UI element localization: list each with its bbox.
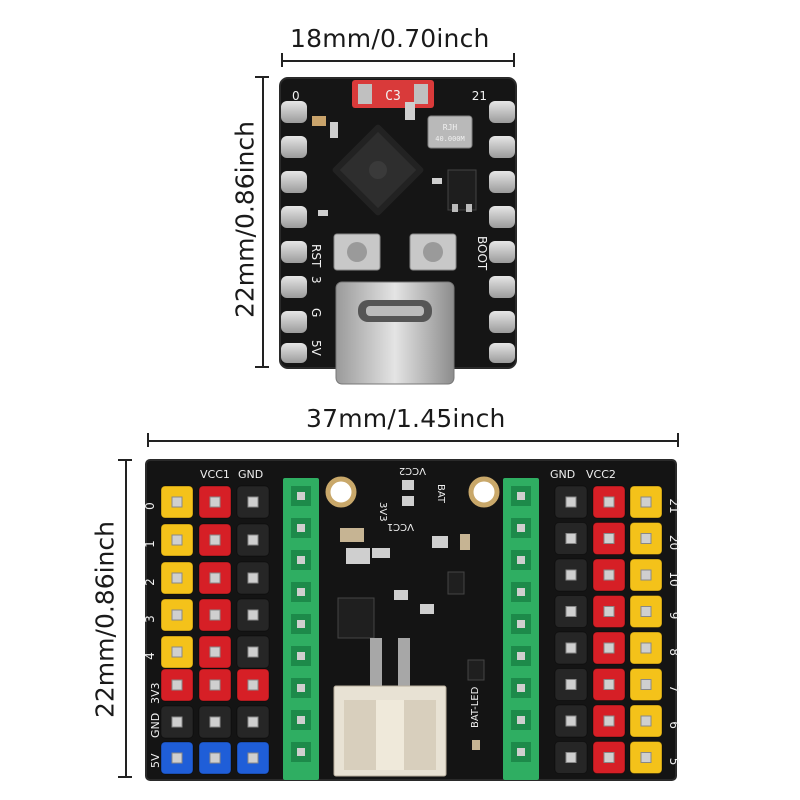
- top-left-pads: [281, 101, 307, 363]
- right-pin-number: 8: [667, 648, 681, 656]
- right-pin-number: 20: [667, 535, 681, 550]
- left-pin-number: 3: [143, 615, 157, 623]
- top-height-dimension-line: [262, 77, 264, 367]
- bottom-height-dimension-line: [125, 460, 127, 778]
- left-pin-number: 4: [143, 652, 157, 660]
- chip-label: C3: [385, 89, 401, 104]
- side-5v-label: 5V: [149, 753, 162, 768]
- right-pin-number: 10: [667, 571, 681, 586]
- right-pin-number: 21: [667, 498, 681, 513]
- crystal: [427, 115, 473, 149]
- top-height-tick-bottom: [255, 366, 269, 368]
- header-vcc1-label: VCC1: [200, 468, 230, 481]
- crystal-label-2: 40.000M: [435, 135, 465, 143]
- side-gnd-label: GND: [149, 713, 162, 738]
- center-3v3-label: 3V3: [377, 502, 388, 522]
- right-pin-number: 6: [667, 721, 681, 729]
- header-gnd-right-label: GND: [550, 468, 575, 481]
- crystal-label-1: RJH: [443, 123, 458, 132]
- pin-3-label: 3: [309, 276, 323, 284]
- jst-battery-connector: [333, 638, 447, 777]
- top-right-pads: [489, 101, 515, 363]
- mount-hole-right: [468, 476, 500, 508]
- boot-label: BOOT: [475, 236, 489, 271]
- boot-button: [409, 233, 457, 271]
- top-width-label: 18mm/0.70inch: [290, 24, 490, 53]
- center-vcc1-label: VCC1: [387, 521, 414, 532]
- left-pin-number: 1: [143, 540, 157, 548]
- left-pin-number: 2: [143, 578, 157, 586]
- mount-hole-left: [325, 476, 357, 508]
- gnd-label: G: [309, 308, 323, 317]
- bottom-width-dimension-line: [148, 440, 678, 442]
- right-pin-number: 5: [667, 758, 681, 766]
- left-pin-number: 0: [143, 502, 157, 510]
- top-height-tick-top: [255, 76, 269, 78]
- bottom-width-tick-left: [147, 433, 149, 447]
- rst-label: RST: [309, 244, 323, 268]
- side-3v3-label: 3V3: [149, 682, 162, 704]
- center-vcc2-label: VCC2: [399, 465, 426, 476]
- header-gnd-left-label: GND: [238, 468, 263, 481]
- rst-button: [333, 233, 381, 271]
- bottom-height-tick-bottom: [118, 776, 132, 778]
- top-width-dimension-line: [282, 60, 514, 62]
- top-pin-21: 21: [472, 89, 487, 103]
- bottom-width-label: 37mm/1.45inch: [306, 404, 506, 433]
- c3-antenna: [352, 80, 434, 108]
- header-vcc2-label: VCC2: [586, 468, 616, 481]
- bottom-height-tick-top: [118, 459, 132, 461]
- top-width-tick-left: [281, 53, 283, 67]
- center-bat-label: BAT: [435, 484, 446, 504]
- bottom-pcb: [145, 459, 677, 781]
- bottom-width-tick-right: [677, 433, 679, 447]
- esp32-c3-chip: [332, 124, 424, 216]
- bat-led-label: BAT-LED: [470, 686, 481, 728]
- top-pin-0: 0: [292, 89, 300, 103]
- right-pin-number: 9: [667, 612, 681, 620]
- top-width-tick-right: [513, 53, 515, 67]
- right-pin-number: 7: [667, 685, 681, 693]
- 5v-label: 5V: [309, 340, 323, 357]
